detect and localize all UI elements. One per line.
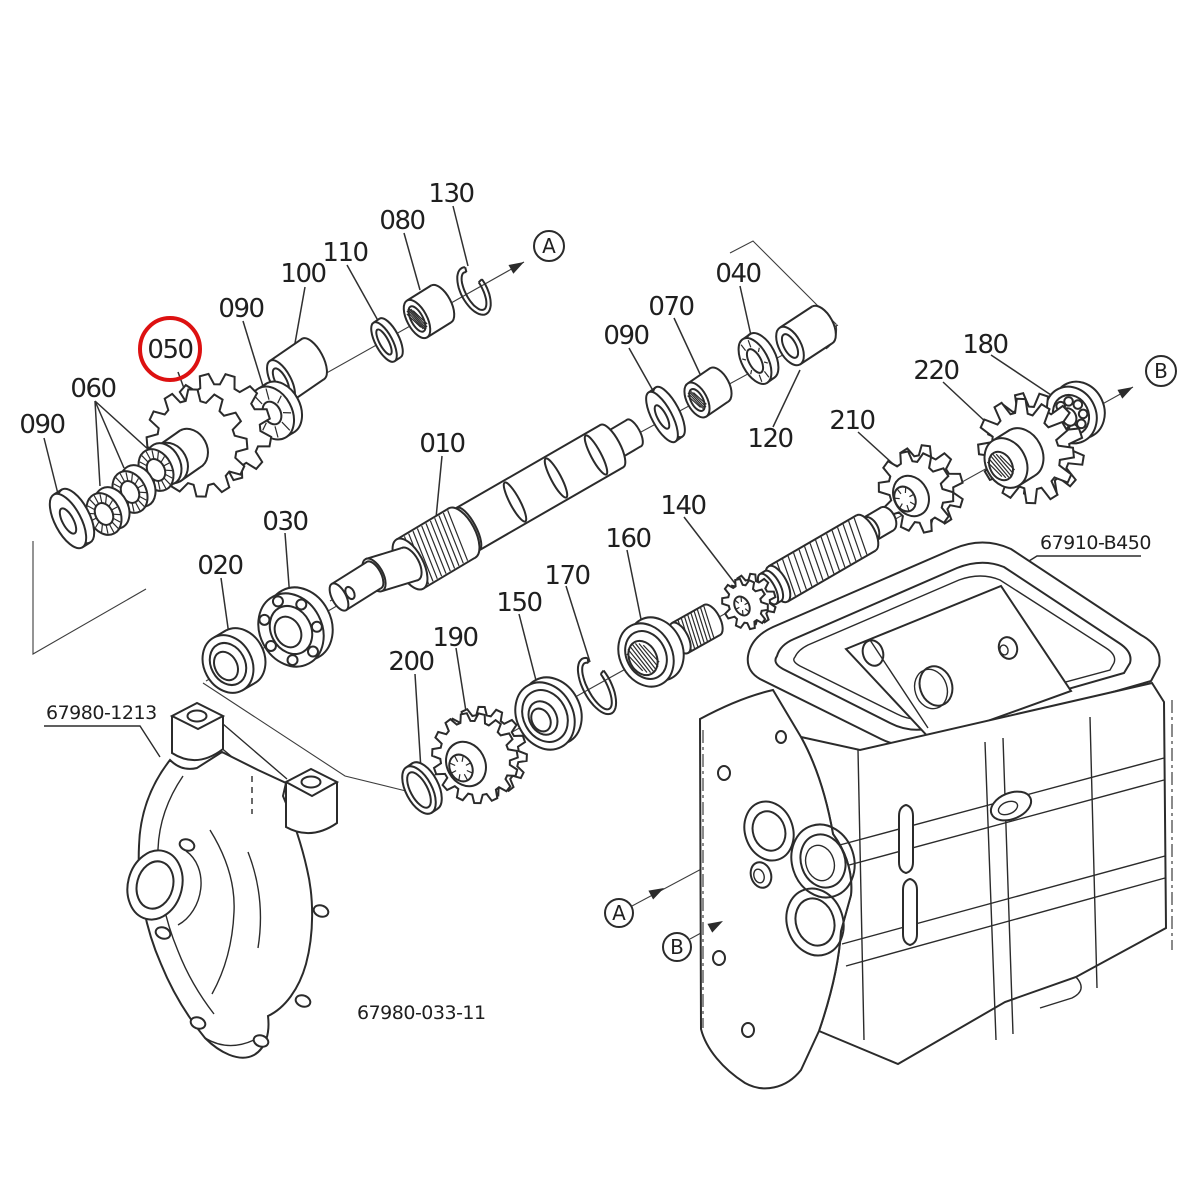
callout-labels: 090 060 050 090 100 110 080 130 020 030 … bbox=[19, 179, 1177, 1024]
callout-180: 180 bbox=[962, 330, 1007, 360]
ref-circle-b-top bbox=[1145, 355, 1177, 387]
ref-label-a-top: A bbox=[542, 234, 556, 258]
callout-200: 200 bbox=[388, 647, 433, 677]
highlight-circle-050 bbox=[138, 316, 202, 382]
callout-090-middle: 090 bbox=[603, 321, 648, 351]
callout-050: 050 bbox=[147, 335, 192, 365]
ref-circle-a-case bbox=[604, 898, 634, 928]
part-code-cover: 67980-1213 bbox=[46, 702, 157, 724]
callout-130: 130 bbox=[428, 179, 473, 209]
callout-060: 060 bbox=[70, 374, 115, 404]
callout-160: 160 bbox=[605, 524, 650, 554]
callout-040: 040 bbox=[715, 259, 760, 289]
callout-090-upper: 090 bbox=[218, 294, 263, 324]
ref-label-a-case: A bbox=[612, 901, 626, 925]
callout-110: 110 bbox=[322, 238, 367, 268]
ref-circle-a-top bbox=[533, 230, 565, 262]
ref-label-b-case: B bbox=[670, 935, 684, 959]
callout-100: 100 bbox=[280, 259, 325, 289]
callout-120: 120 bbox=[747, 424, 792, 454]
exploded-parts bbox=[48, 262, 1133, 933]
callout-220: 220 bbox=[913, 356, 958, 386]
part-code-sheet: 67980-033-11 bbox=[357, 1002, 486, 1024]
callout-190: 190 bbox=[432, 623, 477, 653]
transmission-case-drawing bbox=[698, 541, 1173, 1090]
callout-030: 030 bbox=[262, 507, 307, 537]
ref-label-b-top: B bbox=[1154, 359, 1168, 383]
callout-210: 210 bbox=[829, 406, 874, 436]
callout-090-left: 090 bbox=[19, 410, 64, 440]
callout-170: 170 bbox=[544, 561, 589, 591]
gearcase-cover-drawing bbox=[44, 701, 340, 1059]
callout-070: 070 bbox=[648, 292, 693, 322]
callout-140: 140 bbox=[660, 491, 705, 521]
part-code-case: 67910-B450 bbox=[1040, 532, 1151, 554]
ref-circle-b-case bbox=[662, 932, 692, 962]
callout-150: 150 bbox=[496, 588, 541, 618]
callout-010: 010 bbox=[419, 429, 464, 459]
callout-020: 020 bbox=[197, 551, 242, 581]
callout-080: 080 bbox=[379, 206, 424, 236]
